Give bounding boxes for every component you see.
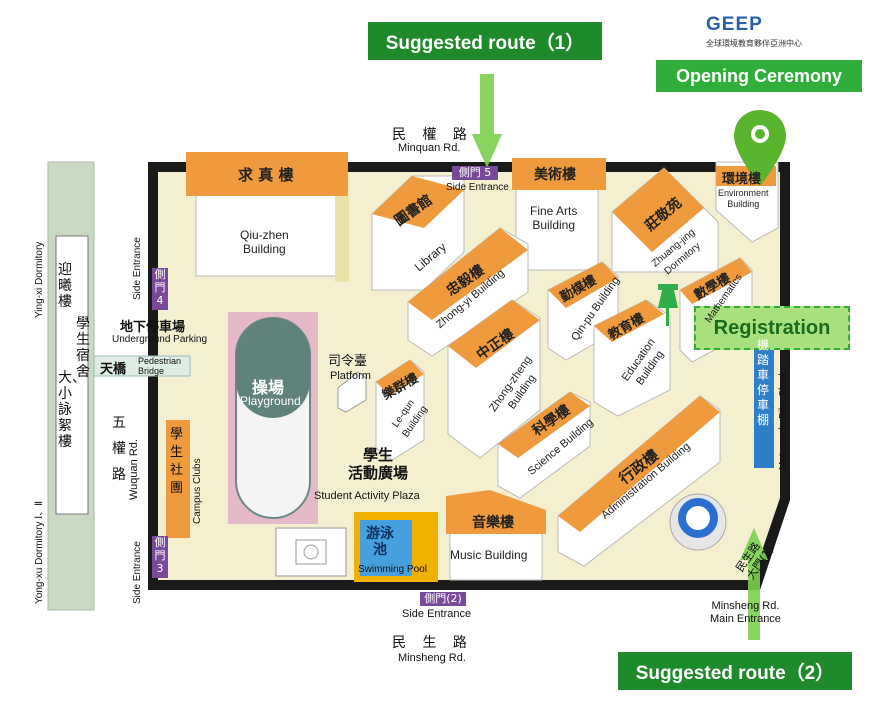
bridge-en: Pedestrian Bridge	[138, 356, 182, 376]
pool-en: Swimming Pool	[358, 564, 427, 575]
geep-logo-name: GEEP	[706, 14, 763, 35]
education-roof	[594, 300, 664, 342]
suggested-route-2-banner: Suggested route（2）	[618, 652, 852, 690]
music-roof	[446, 490, 546, 534]
qinpu-roof	[548, 262, 618, 308]
wuquan-road-zh: 五 權 路	[112, 415, 126, 483]
minquan-road-zh: 民 權 路	[392, 127, 473, 143]
opening-ceremony-label: Opening Ceremony	[675, 65, 843, 86]
qiuzhen-en: Qiu-zhen Building	[240, 228, 289, 256]
finearts-zh: 美術樓	[534, 167, 576, 183]
clubs-zh: 學 生 社 團	[170, 427, 184, 496]
qiuzhen-zh: 求 真 樓	[238, 166, 294, 184]
finearts-en: Fine Arts Building	[530, 204, 578, 232]
zhuangjing-roof	[612, 168, 704, 252]
basketball-court	[275, 527, 347, 577]
side-gate-5: 側門 5	[452, 166, 498, 180]
registration-pin-icon	[658, 284, 678, 290]
platform-structure	[337, 371, 367, 413]
side-gate-2: 側門(2)	[420, 592, 466, 606]
clubs-en: Campus Clubs	[192, 458, 203, 524]
side-entrance-left-top-label: Side Entrance	[132, 237, 143, 300]
music-en: Music Building	[450, 548, 528, 562]
qiuzhen-roof	[186, 152, 348, 196]
minquan-road-en: Minquan Rd.	[398, 142, 461, 154]
plaza-en: Student Activity Plaza	[314, 490, 420, 502]
music-body	[449, 529, 543, 581]
suggested-route-2-label: Suggested route（2）	[635, 662, 835, 684]
math-roof	[680, 258, 752, 304]
bike-shed-zh: 機踏車停車棚	[757, 338, 770, 427]
library-roof	[372, 176, 464, 228]
platform-en: Platform	[330, 370, 371, 382]
side-entrance-top-label: Side Entrance	[446, 182, 509, 193]
minsheng-road-en: Minsheng Rd.	[398, 652, 466, 664]
playground-zh: 操場	[252, 378, 285, 397]
wuquan-road-en: Wuquan Rd.	[128, 439, 140, 500]
opening-ceremony-banner: Opening Ceremony	[656, 60, 862, 92]
bike-shed-en: Motorcycle Bike Shed	[778, 373, 789, 470]
campus-clubs-building	[166, 420, 190, 538]
side-gate-4: 側門 4	[152, 268, 168, 310]
playground-field	[236, 318, 310, 418]
side-gate-3: 側門 3	[152, 536, 168, 578]
route-2-arrow	[740, 528, 768, 640]
registration-label: Registration	[713, 316, 831, 339]
minsheng-road-zh: 民 生 路	[392, 635, 473, 651]
main-entrance-label: Minsheng Rd. Main Entrance	[710, 600, 781, 625]
environment-zh: 環境樓	[722, 172, 762, 187]
yongxu-dorm-en: Yong-xu Dormitory Ⅰ、Ⅱ	[34, 500, 45, 604]
yingxi-dorm-en: Ying-xi Dormitory	[34, 241, 45, 318]
finearts-body	[515, 177, 599, 271]
bike-shed	[754, 336, 774, 468]
suggested-route-1-banner: Suggested route（1）	[368, 22, 602, 60]
zhongzheng-roof	[448, 300, 540, 368]
pool-zh: 游泳 池	[366, 526, 394, 558]
geep-logo-subtitle: 全球環境教育夥伴亞洲中心	[706, 39, 802, 48]
finearts-roof	[512, 158, 606, 190]
yingxi-dorm-zh: 迎曦樓	[58, 262, 72, 310]
admin-roof	[558, 396, 720, 532]
zhongyi-roof	[408, 228, 528, 320]
science-roof	[498, 392, 590, 458]
plaza-zh: 學生 活動廣場	[348, 446, 409, 482]
underground-parking-en: Underground Parking	[112, 334, 208, 345]
pedestrian-bridge	[93, 355, 191, 377]
suggested-route-1-label: Suggested route（1）	[385, 32, 585, 54]
playground-en: Playground	[240, 394, 301, 408]
opening-ceremony-pin-icon	[734, 110, 786, 186]
environment-en: Environment Building	[718, 188, 769, 209]
route-1-arrow	[472, 74, 502, 168]
platform-zh: 司令臺	[328, 354, 368, 369]
registration-banner: Registration	[694, 306, 850, 350]
swimming-pool-water	[360, 520, 412, 576]
student-dorm-zh: 學生宿舍	[76, 316, 90, 380]
underground-parking-zh: 地下停車場	[120, 320, 186, 335]
yongxu-dorm-zh: 大、小詠絮樓	[58, 370, 86, 450]
lequn-roof	[376, 360, 424, 396]
side-entrance-bottom-label: Side Entrance	[402, 608, 472, 620]
dormitory-building	[55, 235, 89, 515]
geep-logo: GEEP 全球環境教育夥伴亞洲中心	[706, 14, 822, 54]
side-entrance-left-bottom-label: Side Entrance	[132, 541, 143, 604]
bridge-zh: 天橋	[100, 362, 127, 377]
music-zh: 音樂樓	[472, 515, 514, 531]
